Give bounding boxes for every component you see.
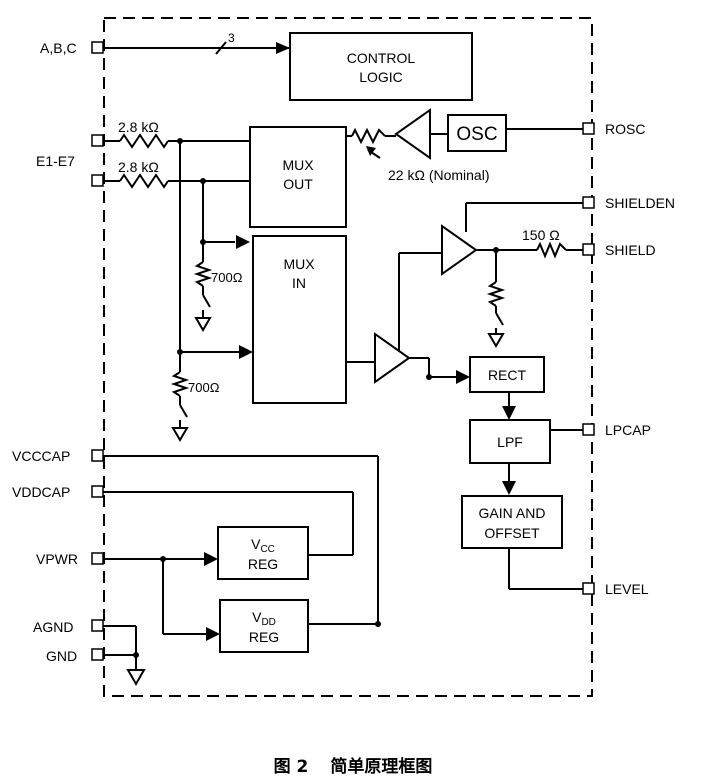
vdd-reg-block bbox=[219, 599, 309, 653]
junction-dots bbox=[133, 138, 499, 658]
mux-in-line1: MUX bbox=[283, 256, 315, 272]
pin-squares bbox=[91, 41, 595, 661]
lpf-block bbox=[469, 419, 551, 464]
r-mux2-label: 700Ω bbox=[188, 380, 220, 395]
pin-abc-label: A,B,C bbox=[40, 40, 77, 56]
vcc-reg-block bbox=[217, 526, 309, 580]
rect-block bbox=[469, 356, 545, 393]
gain-offset-line2: OFFSET bbox=[484, 525, 540, 541]
osc-block bbox=[447, 114, 507, 152]
osc-label: OSC bbox=[456, 124, 497, 145]
bus-width-label: 3 bbox=[228, 31, 235, 45]
gain-offset-block bbox=[461, 495, 563, 549]
right-pin-labels: ROSC SHIELDEN SHIELD LPCAP LEVEL bbox=[605, 121, 675, 597]
mux-out-line2: OUT bbox=[283, 176, 313, 192]
ground-symbols bbox=[126, 317, 505, 687]
pin-shield-label: SHIELD bbox=[605, 242, 656, 258]
pin-shielden-label: SHIELDEN bbox=[605, 195, 675, 211]
lpf-label: LPF bbox=[497, 434, 523, 450]
chip-boundary bbox=[103, 17, 593, 697]
pin-vpwr-label: VPWR bbox=[36, 551, 78, 567]
resistor-e2 bbox=[119, 173, 169, 189]
vdd-reg-line2: REG bbox=[249, 629, 279, 645]
gain-offset-line1: GAIN AND bbox=[479, 505, 546, 521]
shield-amp bbox=[441, 224, 478, 276]
wires bbox=[103, 41, 588, 670]
resistors bbox=[119, 127, 567, 428]
control-logic-block bbox=[289, 32, 473, 101]
rect-label: RECT bbox=[488, 367, 527, 383]
r-e2-label: 2.8 kΩ bbox=[118, 159, 159, 175]
pin-vddcap-label: VDDCAP bbox=[12, 484, 70, 500]
pin-agnd-label: AGND bbox=[33, 619, 73, 635]
input-amp bbox=[374, 332, 411, 384]
resistor-e1 bbox=[119, 133, 169, 149]
amplifiers bbox=[374, 108, 478, 384]
pin-gnd-label: GND bbox=[46, 648, 77, 664]
vdd-reg-line1: VDD bbox=[252, 609, 276, 628]
vcc-reg-line1: VCC bbox=[251, 536, 275, 555]
value-labels: 3 2.8 kΩ 2.8 kΩ 22 kΩ (Nominal) 700Ω 700… bbox=[118, 31, 560, 395]
vcc-reg-line2: REG bbox=[248, 556, 278, 572]
control-logic-line2: LOGIC bbox=[359, 69, 403, 85]
pin-rosc-label: ROSC bbox=[605, 121, 645, 137]
mux-out-line1: MUX bbox=[282, 157, 314, 173]
mux-out-block bbox=[249, 126, 347, 228]
resistor-shield bbox=[536, 241, 567, 259]
r-osc-label: 22 kΩ (Nominal) bbox=[388, 167, 490, 183]
left-pin-labels: A,B,C E1-E7 VCCCAP VDDCAP VPWR AGND GND bbox=[12, 40, 78, 664]
resistor-shield-gnd bbox=[486, 281, 506, 307]
osc-buffer-amp bbox=[394, 108, 431, 160]
arrow-heads bbox=[204, 42, 516, 641]
resistor-mux1 bbox=[193, 261, 213, 287]
pin-level-label: LEVEL bbox=[605, 581, 649, 597]
control-logic-line1: CONTROL bbox=[347, 50, 416, 66]
resistor-osc bbox=[351, 127, 386, 145]
r-shield-label: 150 Ω bbox=[522, 227, 560, 243]
r-e1-label: 2.8 kΩ bbox=[118, 119, 159, 135]
blocks: CONTROL LOGIC MUX OUT MUX IN OSC RECT LP… bbox=[217, 32, 563, 653]
pin-lpcap-label: LPCAP bbox=[605, 422, 651, 438]
mux-in-line2: IN bbox=[292, 275, 306, 291]
r-mux1-label: 700Ω bbox=[211, 270, 243, 285]
pin-e1e7-label: E1-E7 bbox=[36, 153, 75, 169]
pin-vcccap-label: VCCCAP bbox=[12, 448, 70, 464]
mux-in-block bbox=[252, 235, 347, 404]
resistor-mux2 bbox=[170, 371, 190, 397]
